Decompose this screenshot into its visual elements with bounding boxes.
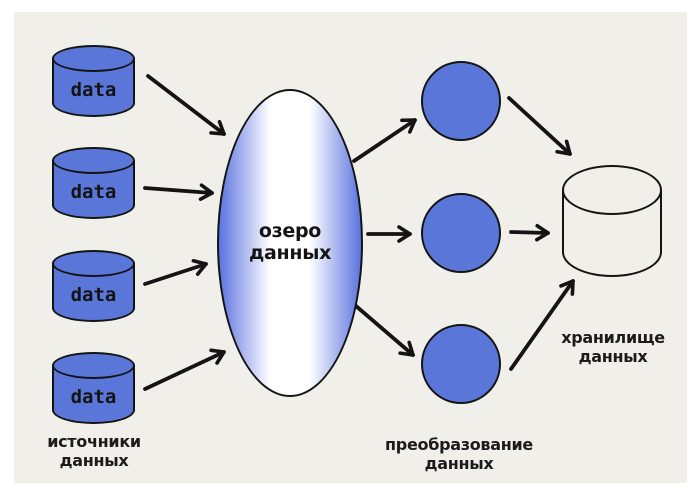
data-lake-label: озеро данных xyxy=(248,220,332,264)
transform-circle-2 xyxy=(421,193,501,273)
source-cylinder-1: data xyxy=(52,45,135,117)
transform-circle-1 xyxy=(421,61,501,141)
cylinder-lid xyxy=(52,250,135,277)
cylinder-data-label: data xyxy=(70,79,117,101)
cylinder-lid xyxy=(52,147,135,174)
cylinder-data-label: data xyxy=(70,284,117,306)
cylinder-data-label: data xyxy=(70,386,117,408)
warehouse-caption: хранилище данных xyxy=(561,328,665,367)
source-cylinder-3: data xyxy=(52,250,135,322)
data-lake-ellipse: озеро данных xyxy=(217,89,363,397)
transform-caption: преобразование данных xyxy=(385,435,533,474)
source-cylinder-4: data xyxy=(52,352,135,424)
sources-caption: источники данных xyxy=(47,432,141,471)
cylinder-lid xyxy=(52,352,135,379)
cylinder-lid xyxy=(562,165,662,215)
source-cylinder-2: data xyxy=(52,147,135,219)
cylinder-data-label: data xyxy=(70,181,117,203)
transform-circle-3 xyxy=(421,324,501,404)
warehouse-cylinder xyxy=(562,165,662,277)
cylinder-lid xyxy=(52,45,135,72)
